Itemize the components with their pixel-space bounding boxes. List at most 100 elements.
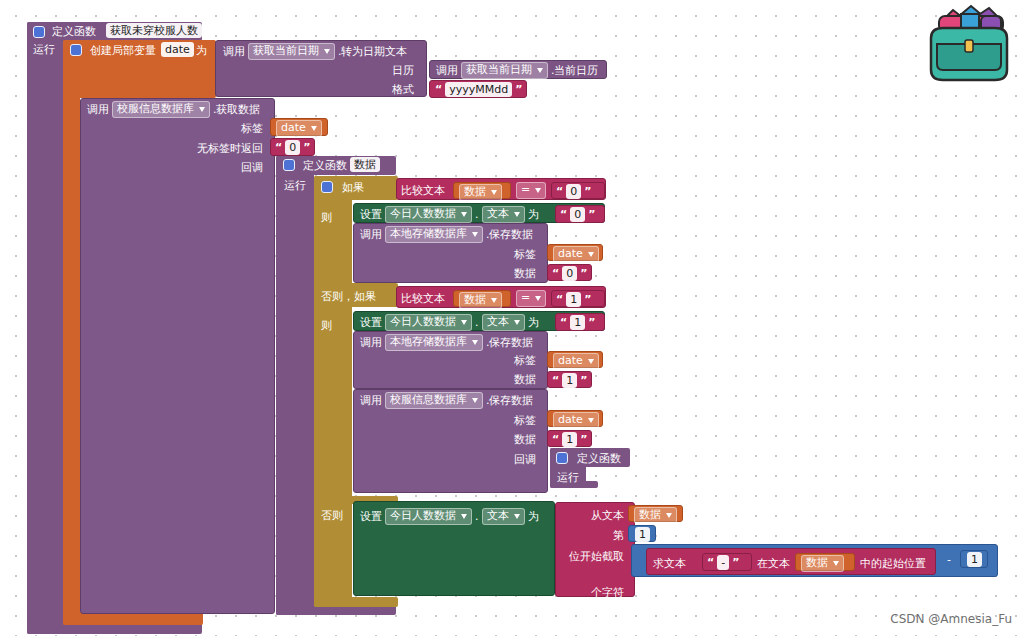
if-block: 如果则否则，如果则否则比较文本=数据“0”设置今日人数数据.文本为“0”调用本地…: [314, 176, 398, 607]
text-field: 1: [635, 527, 650, 542]
block-label: 为: [196, 43, 207, 58]
dropdown-field: date: [276, 120, 322, 137]
block-label: .: [475, 509, 479, 524]
block-label: 日历: [392, 63, 414, 78]
dropdown-field: 今日人数数据: [385, 314, 472, 331]
block-label: 回调: [241, 160, 263, 175]
setter-block: 设置今日人数数据.文本为“0”: [353, 203, 605, 223]
procedure-block: 调用获取当前日期.当前日历: [429, 60, 607, 79]
quote-mark: “: [707, 555, 714, 570]
backpack-icon: [925, 4, 1013, 86]
dropdown-field: date: [553, 412, 599, 429]
text-field: 获取未穿校服人数: [106, 23, 202, 38]
variable-block: 数据: [795, 553, 855, 571]
dropdown-field: 获取当前日期: [248, 43, 335, 60]
dropdown-field: date: [553, 353, 599, 370]
quote-mark: “: [552, 266, 559, 281]
block-label: .当前日历: [551, 63, 599, 78]
procedure-block: 调用获取当前日期.转为日期文本日历格式调用获取当前日期.当前日历“yyyyMMd…: [215, 40, 427, 97]
dropdown-field: 获取当前日期: [461, 62, 548, 79]
block-body: [27, 22, 63, 634]
quote-mark: ”: [515, 82, 522, 97]
block-label: 否则，如果: [321, 289, 376, 304]
text-block: “1”: [551, 290, 605, 307]
dropdown-field: 今日人数数据: [385, 206, 472, 223]
text-block: “0”: [551, 182, 605, 199]
block-label: 数据: [514, 372, 536, 387]
quote-mark: ”: [580, 373, 587, 388]
math-block: - 求文本 在文本 中的起始位置 “-” 数据 1: [631, 544, 998, 577]
text-block: 求文本 在文本 中的起始位置 “-” 数据: [646, 548, 936, 575]
setter-block: 设置今日人数数据.文本为从文本第位开始截取个字符数据1-求文本在文本中的起始位置…: [353, 501, 555, 596]
text-block: 比较文本=数据“0”: [396, 178, 606, 200]
text-field: 1: [562, 432, 577, 447]
block-label: 标签: [514, 353, 536, 368]
dropdown-field: 校服信息数据库: [385, 392, 483, 409]
block-label: 设置: [360, 315, 382, 330]
procedure-block: 定义函数运行: [550, 448, 630, 488]
quote-mark: “: [556, 184, 563, 199]
dropdown-field: date: [553, 246, 599, 263]
quote-mark: ”: [580, 432, 587, 447]
block-label: 运行: [284, 178, 306, 193]
block-label: 求文本: [653, 556, 686, 571]
block-label: 位开始截取: [569, 549, 624, 564]
block-label: 标签: [514, 413, 536, 428]
text-field: 1: [562, 373, 577, 388]
block-body: [314, 597, 398, 607]
variable-block: date: [547, 351, 603, 368]
quote-mark: “: [552, 432, 559, 447]
component-call-block: 调用校服信息数据库.保存数据标签数据回调date“1”定义函数运行: [353, 389, 548, 493]
mutator-icon: [33, 26, 45, 38]
variable-block: 数据: [453, 290, 511, 307]
block-label: 标签: [241, 121, 263, 136]
text-block: “1”: [555, 313, 605, 331]
quote-mark: ”: [588, 315, 595, 330]
text-block: “0”: [547, 264, 592, 281]
dropdown-field: =: [516, 290, 546, 307]
dropdown-field: 本地存储数据库: [385, 334, 483, 351]
watermark: CSDN @Amnesia_Fu: [890, 612, 1012, 626]
block-label: -: [947, 552, 951, 567]
text-field: 0: [566, 184, 581, 199]
variable-block: 数据: [453, 182, 511, 199]
procedure-block: 定义函数获取未穿校服人数运行创建局部变量date为调用获取当前日期.转为日期文本…: [27, 22, 202, 634]
block-label: 调用: [360, 393, 382, 408]
block-body: [314, 176, 352, 607]
block-label: .: [475, 315, 479, 330]
block-label: 定义函数: [577, 451, 621, 466]
text-field: 数据: [350, 157, 380, 172]
variable-block: date: [547, 410, 603, 427]
variable-block: 创建局部变量date为调用获取当前日期.转为日期文本日历格式调用获取当前日期.当…: [63, 40, 216, 625]
text-block: “-”: [702, 553, 752, 571]
text-field: 0: [562, 266, 577, 281]
block-label: .转为日期文本: [338, 44, 408, 59]
text-block: “0”: [270, 138, 315, 156]
block-label: 调用: [360, 227, 382, 242]
text-block: “0”: [555, 205, 605, 223]
block-label: 数据: [514, 432, 536, 447]
block-label: 标签: [514, 247, 536, 262]
block-label: 为: [528, 509, 539, 524]
dropdown-field: 校服信息数据库: [112, 101, 210, 118]
block-label: 定义函数: [303, 158, 347, 173]
quote-mark: ”: [732, 555, 739, 570]
block-label: .: [475, 207, 479, 222]
block-label: 格式: [392, 82, 414, 97]
block-label: .保存数据: [486, 335, 534, 350]
block-label: 调用: [223, 44, 245, 59]
block-label: 第: [613, 528, 624, 543]
quote-mark: ”: [303, 140, 310, 155]
block-label: 调用: [360, 335, 382, 350]
mutator-icon: [556, 452, 568, 464]
block-label: 如果: [342, 180, 364, 195]
block-label: 定义函数: [52, 24, 96, 39]
quote-mark: “: [560, 207, 567, 222]
block-label: 中的起始位置: [860, 556, 926, 571]
block-label: .保存数据: [486, 227, 534, 242]
setter-block: 设置今日人数数据.文本为“1”: [353, 311, 605, 331]
math-block: 1: [960, 550, 988, 568]
block-label: 在文本: [757, 556, 790, 571]
block-label: 调用: [87, 102, 109, 117]
quote-mark: “: [552, 373, 559, 388]
